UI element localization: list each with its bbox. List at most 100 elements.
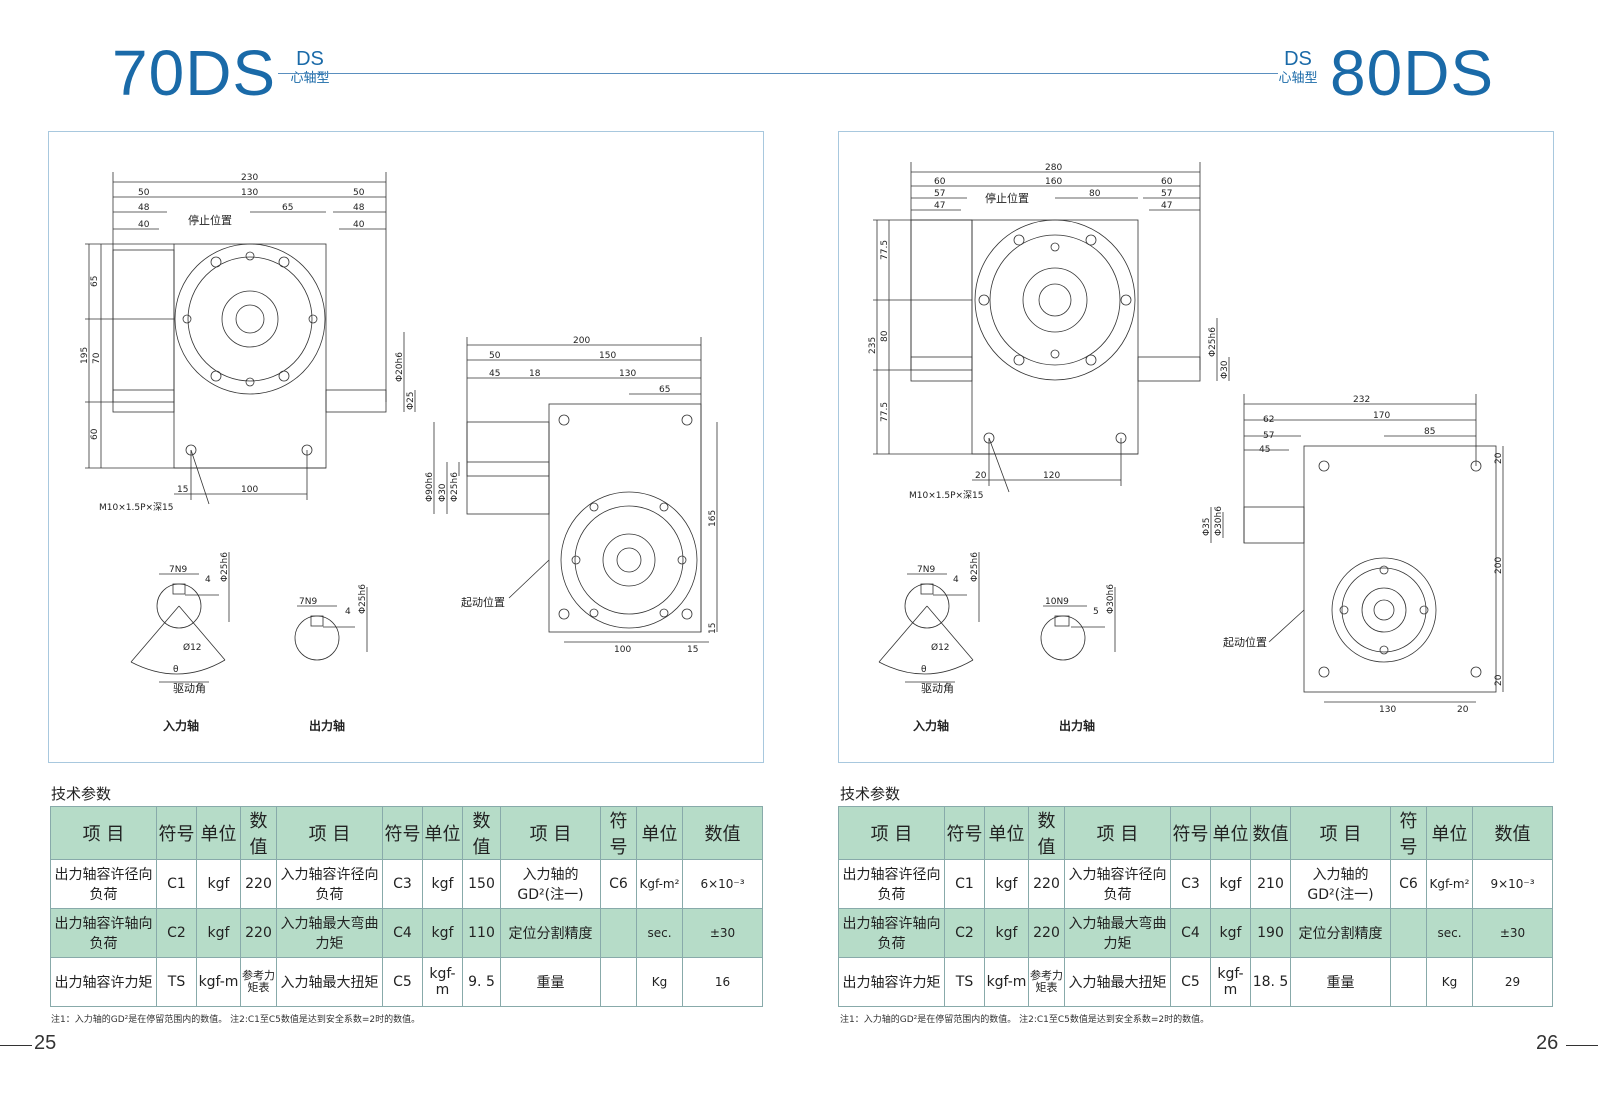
params-title: 技术参数 [840, 785, 901, 803]
cell: kgf [984, 859, 1029, 909]
dim-phi25: Φ25 [406, 391, 416, 410]
cell: 190 [1250, 908, 1291, 958]
header-value-3: 数值 [682, 806, 763, 860]
thread-spec: M10×1.5P×深15 [909, 490, 984, 501]
side-dim-57: 57 [1263, 431, 1274, 441]
cell: 重量 [500, 957, 601, 1007]
dim-77-5b: 77.5 [880, 402, 890, 422]
ds-badge: DS 心轴型 [1268, 48, 1328, 86]
title-rule [278, 73, 800, 74]
cell: kgf [422, 908, 463, 958]
cell: C6 [1390, 859, 1427, 909]
drawing-box-70ds: 230 50 130 50 48 65 48 40 40 停止位置 65 195… [48, 131, 764, 763]
ds-badge-subtitle: 心轴型 [1278, 70, 1318, 85]
output-shaft-label: 出力轴 [309, 718, 345, 733]
key2-phi30h6: Φ30h6 [1106, 584, 1116, 614]
technical-drawing-70ds: 230 50 130 50 48 65 48 40 40 停止位置 65 195… [80, 172, 718, 733]
cell: kgf-m [1210, 957, 1251, 1007]
dim-phi20h6: Φ20h6 [395, 352, 405, 382]
cell: TS [944, 957, 985, 1007]
header-item-3: 项 目 [1290, 806, 1391, 860]
key2-10n9: 10N9 [1045, 597, 1069, 607]
start-position-label: 起动位置 [461, 595, 505, 609]
side-dim-45: 45 [489, 369, 500, 379]
cell: 110 [462, 908, 501, 958]
dim-40b: 40 [353, 220, 365, 230]
input-shaft-label: 入力轴 [913, 718, 949, 733]
key1-phi25h6: Φ25h6 [970, 552, 980, 582]
cell: 220 [240, 908, 277, 958]
cell: C3 [1170, 859, 1211, 909]
cell [1390, 908, 1427, 958]
header-symbol-2: 符号 [382, 806, 423, 860]
table-row: 出力轴容许力矩 TS kgf-m 参考力矩表 入力轴最大扭矩 C5 kgf-m … [50, 957, 763, 1007]
cell: 重量 [1290, 957, 1391, 1007]
technical-drawing-80ds: 280 60 160 60 57 80 57 47 47 停止位置 77.5 2… [868, 162, 1504, 733]
side-dim-65: 65 [659, 385, 670, 395]
cell: Kgf-m² [636, 859, 683, 909]
cell: Kgf-m² [1426, 859, 1473, 909]
cell: 出力轴容许径向负荷 [838, 859, 945, 909]
side-dim-20b: 20 [1494, 674, 1504, 686]
header-value-1: 数值 [240, 806, 277, 860]
cell: 出力轴容许轴向负荷 [838, 908, 945, 958]
cell [1390, 957, 1427, 1007]
side-dim-phi30h6: Φ30h6 [1214, 506, 1224, 536]
key2-4: 4 [345, 607, 351, 617]
cell: kgf [196, 859, 241, 909]
side-dim-20a: 20 [1494, 452, 1504, 464]
dim-phi25h6: Φ25h6 [1208, 327, 1218, 357]
cell: 210 [1250, 859, 1291, 909]
cell: 入力轴最大扭矩 [1064, 957, 1171, 1007]
cell: 220 [1028, 908, 1065, 958]
dim-57b: 57 [1161, 189, 1172, 199]
cell: 出力轴容许力矩 [838, 957, 945, 1007]
header-value-2: 数值 [1250, 806, 1291, 860]
header-unit-1: 单位 [196, 806, 241, 860]
dim-65: 65 [282, 203, 293, 213]
cell: C6 [600, 859, 637, 909]
dim-48b: 48 [353, 203, 365, 213]
cell: 220 [1028, 859, 1065, 909]
cell: Kg [1426, 957, 1473, 1007]
page-left: 70DS DS 心轴型 [0, 38, 800, 1054]
cell: 入力轴的GD²(注一) [500, 859, 601, 909]
side-dim-15b: 15 [708, 623, 718, 634]
key1-o12: Ø12 [931, 642, 950, 653]
cell: 参考力矩表 [1028, 957, 1065, 1007]
dim-195: 195 [80, 347, 90, 364]
cell: kgf [984, 908, 1029, 958]
cell: 入力轴的GD²(注一) [1290, 859, 1391, 909]
params-table-70ds: 项 目 符号 单位 数值 项 目 符号 单位 数值 项 目 符号 单位 数值 出… [50, 806, 763, 1007]
footnote: 注1：入力轴的GD²是在停留范围内的数值。 注2:C1至C5数值是达到安全系数=… [51, 1015, 421, 1025]
header-value-1: 数值 [1028, 806, 1065, 860]
dim-47b: 47 [1161, 201, 1172, 211]
dim-60v: 60 [90, 428, 100, 440]
key2-phi25h6: Φ25h6 [358, 584, 368, 614]
cell: C5 [1170, 957, 1211, 1007]
header-item-3: 项 目 [500, 806, 601, 860]
cell: 220 [240, 859, 277, 909]
page-number-rule [1566, 1045, 1598, 1046]
side-dim-150: 150 [599, 351, 616, 361]
output-shaft-label: 出力轴 [1059, 718, 1095, 733]
start-position-label: 起动位置 [1223, 635, 1267, 649]
dim-80v: 80 [880, 330, 890, 342]
cell: 出力轴容许径向负荷 [50, 859, 157, 909]
page-number-rule [0, 1045, 32, 1046]
ds-badge: DS 心轴型 [280, 48, 340, 86]
table-row: 出力轴容许轴向负荷 C2 kgf 220 入力轴最大弯曲力矩 C4 kgf 11… [50, 908, 763, 958]
cell: 16 [682, 957, 763, 1007]
cell: 入力轴最大扭矩 [276, 957, 383, 1007]
side-dim-200: 200 [573, 336, 590, 346]
stop-position-label: 停止位置 [985, 191, 1029, 205]
cell: C5 [382, 957, 423, 1007]
key1-theta: θ [921, 665, 927, 675]
header-unit-2: 单位 [422, 806, 463, 860]
cell: 29 [1472, 957, 1553, 1007]
cell: ±30 [1472, 908, 1553, 958]
drive-angle-label: 驱动角 [921, 682, 954, 695]
model-title-80ds: 80DS [1330, 37, 1495, 109]
cell: 入力轴容许径向负荷 [1064, 859, 1171, 909]
side-dim-50: 50 [489, 351, 501, 361]
